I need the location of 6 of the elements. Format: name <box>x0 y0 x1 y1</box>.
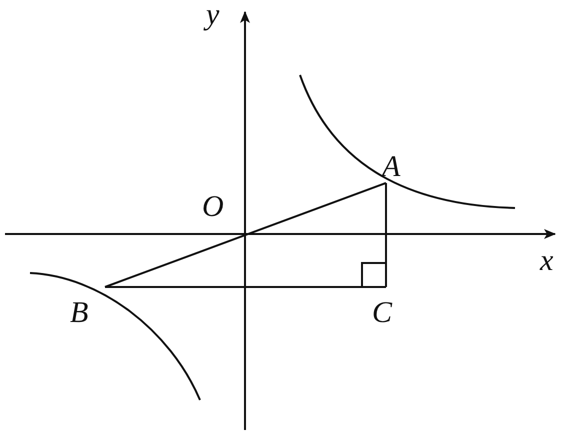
point-label: A <box>382 152 400 182</box>
point-label: O <box>202 192 224 222</box>
point-label: B <box>70 298 88 328</box>
axis-label: y <box>206 0 220 30</box>
axis-label: x <box>540 246 554 276</box>
point-label: C <box>372 298 392 328</box>
